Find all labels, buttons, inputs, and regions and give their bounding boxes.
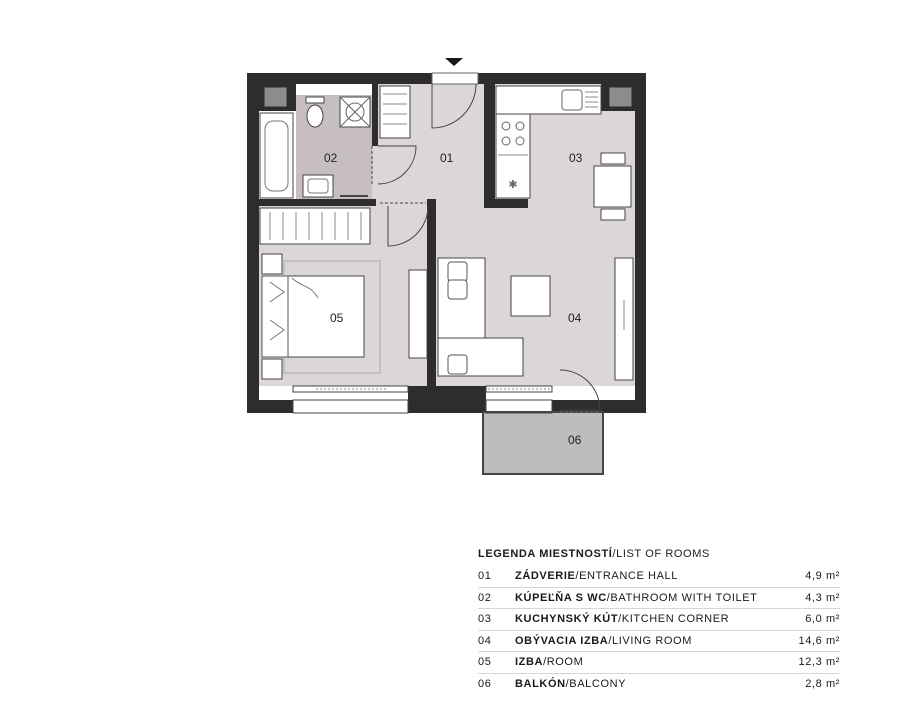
- shower-icon: [339, 96, 371, 128]
- legend-row-area: 12,3 m²: [798, 656, 840, 669]
- room-label-05: 05: [330, 311, 344, 325]
- legend-row-area: 4,9 m²: [805, 570, 840, 583]
- legend-row-number: 03: [478, 613, 492, 626]
- room-legend: LEGENDA MIESTNOSTÍ/LIST OF ROOMS 01 ZÁDV…: [478, 548, 840, 694]
- washbasin-icon: [302, 174, 334, 198]
- legend-row-name: IZBA/ROOM: [515, 656, 584, 669]
- bed-nightstand-bottom: [261, 358, 283, 380]
- legend-row-name: BALKÓN/BALCONY: [515, 677, 627, 690]
- bed-nightstand-top: [261, 253, 283, 275]
- floor-plan: ✱: [247, 58, 646, 475]
- living-window: [485, 385, 553, 414]
- bed: [261, 275, 365, 358]
- legend-row-number: 06: [478, 677, 492, 690]
- dining-table: [593, 152, 632, 221]
- room-shelf: [408, 269, 428, 359]
- legend-row-area: 2,8 m²: [805, 677, 840, 690]
- legend-row-number: 01: [478, 570, 492, 583]
- column-right: [608, 86, 633, 108]
- legend-row: 02 KÚPEĽŇA S WC/BATHROOM WITH TOILET 4,3…: [478, 588, 840, 609]
- legend-row: 01 ZÁDVERIE/ENTRANCE HALL 4,9 m²: [478, 566, 840, 588]
- legend-row-number: 04: [478, 634, 492, 647]
- legend-row-name: OBÝVACIA IZBA/LIVING ROOM: [515, 634, 692, 647]
- legend-row-name: KÚPEĽŇA S WC/BATHROOM WITH TOILET: [515, 591, 758, 604]
- legend-row-number: 02: [478, 591, 492, 604]
- room-label-02: 02: [324, 151, 338, 165]
- entrance-arrow-icon: [445, 58, 463, 66]
- legend-title: LEGENDA MIESTNOSTÍ/LIST OF ROOMS: [478, 548, 840, 560]
- legend-row: 03 KUCHYNSKÝ KÚT/KITCHEN CORNER 6,0 m²: [478, 609, 840, 631]
- room-window: [292, 385, 409, 414]
- legend-row-area: 4,3 m²: [805, 591, 840, 604]
- column-left: [263, 86, 288, 108]
- room-label-01: 01: [440, 151, 454, 165]
- legend-title-bold: LEGENDA MIESTNOSTÍ: [478, 548, 613, 560]
- legend-row: 05 IZBA/ROOM 12,3 m²: [478, 652, 840, 674]
- living-wardrobe: [614, 257, 634, 381]
- legend-row: 04 OBÝVACIA IZBA/LIVING ROOM 14,6 m²: [478, 631, 840, 652]
- kitchen-counter: ✱: [495, 85, 602, 199]
- hall-wardrobe: [379, 85, 411, 139]
- bathtub: [259, 112, 294, 199]
- legend-row-number: 05: [478, 656, 492, 669]
- legend-row-name: ZÁDVERIE/ENTRANCE HALL: [515, 570, 678, 583]
- room-wardrobe: [259, 207, 371, 245]
- toilet-icon: [305, 96, 325, 128]
- coffee-table: [510, 275, 551, 317]
- entrance-door-gap: [431, 72, 479, 85]
- legend-row-area: 6,0 m²: [805, 613, 840, 626]
- room-label-04: 04: [568, 311, 582, 325]
- legend-row: 06 BALKÓN/BALCONY 2,8 m²: [478, 674, 840, 695]
- svg-text:✱: ✱: [508, 179, 517, 191]
- room-label-06: 06: [568, 433, 582, 447]
- balcony: [482, 411, 604, 475]
- balcony-floor: [483, 412, 603, 473]
- doors: [371, 83, 601, 411]
- legend-row-name: KUCHYNSKÝ KÚT/KITCHEN CORNER: [515, 613, 730, 626]
- legend-row-area: 14,6 m²: [798, 634, 840, 647]
- room-label-03: 03: [569, 151, 583, 165]
- legend-title-rest: /LIST OF ROOMS: [612, 548, 710, 560]
- sofa: [437, 257, 524, 377]
